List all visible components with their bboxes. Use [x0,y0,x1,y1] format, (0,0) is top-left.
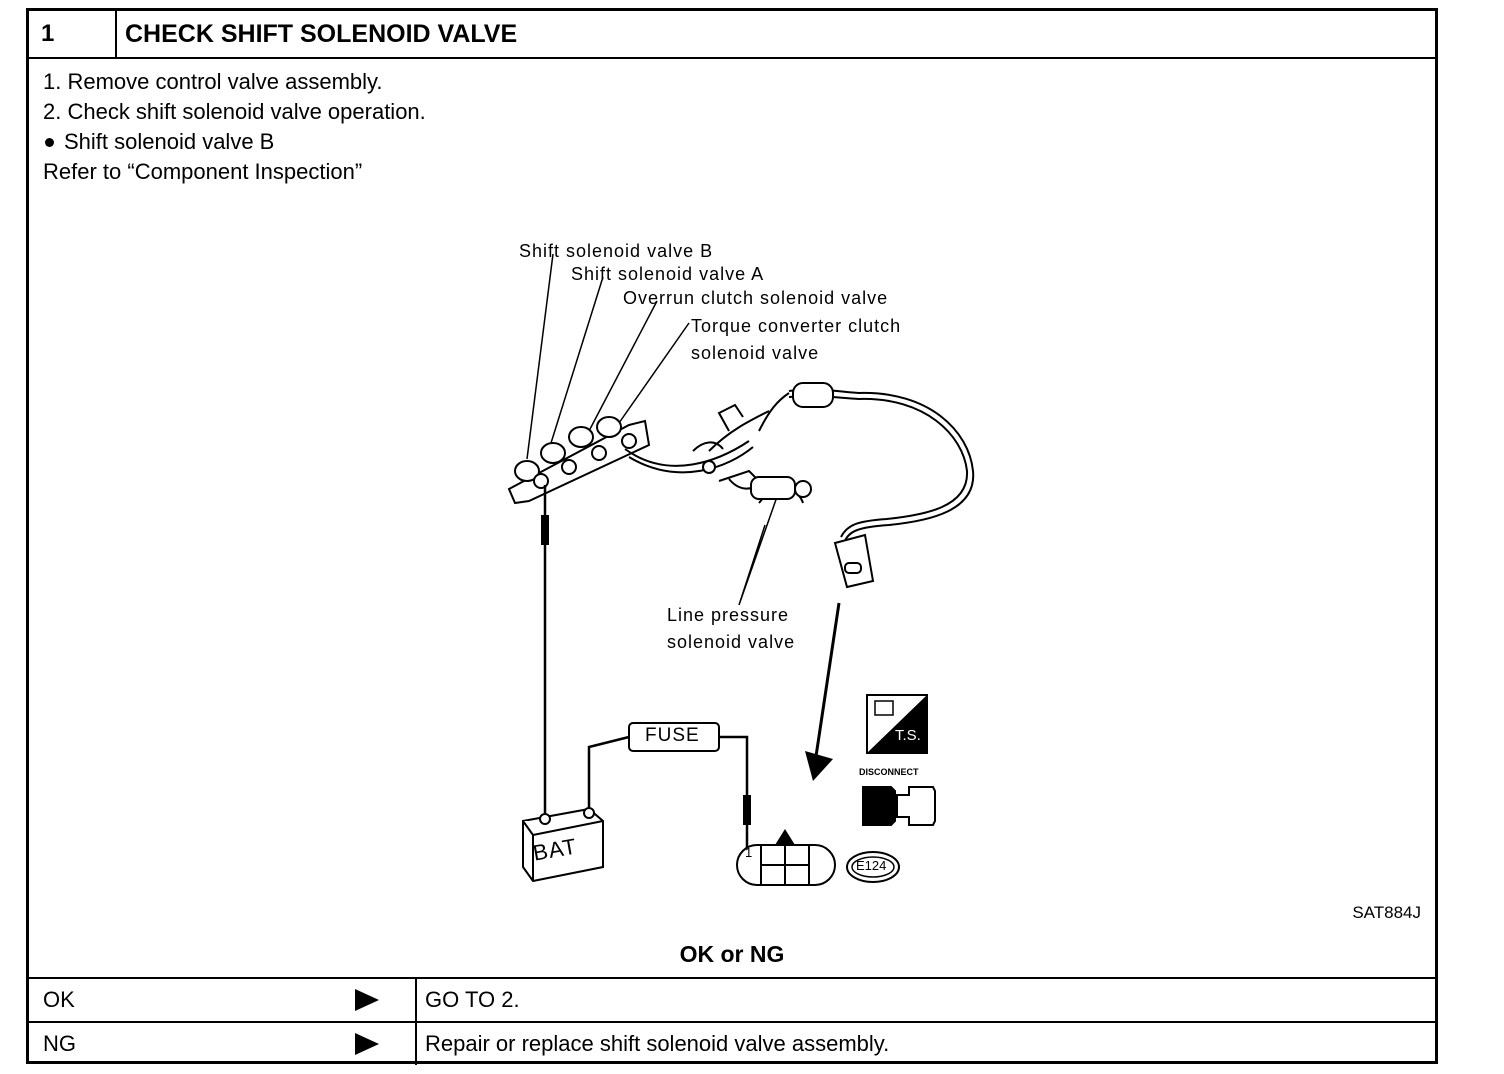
figure-reference: SAT884J [1352,903,1421,922]
result-key-ng: NG [29,1023,417,1065]
instruction-step-2: 2. Check shift solenoid valve operation. [43,99,426,124]
label-pin-1: 1 [745,845,754,860]
disconnect-icon-label: DISCONNECT [859,767,919,777]
label-line-pressure-1: Line pressure [667,605,790,625]
label-overrun-clutch: Overrun clutch solenoid valve [623,288,889,308]
result-action-ok: GO TO 2. [425,987,520,1012]
step-header: 1 CHECK SHIFT SOLENOID VALVE [29,11,1435,59]
bullet-icon [45,137,54,147]
ts-icon-label: T.S. [895,727,921,744]
result-key-text: OK [43,987,75,1012]
connector-code: E124 [856,858,887,873]
result-key-text: NG [43,1031,76,1056]
step-number: 1 [29,11,117,57]
instruction-reference: Refer to “Component Inspection” [43,159,363,184]
label-shift-solenoid-b: Shift solenoid valve B [519,241,714,261]
result-key-ok: OK [29,979,417,1021]
instruction-step-1: 1. Remove control valve assembly. [43,69,383,94]
diagram-drawing [507,253,975,886]
result-action-ng: Repair or replace shift solenoid valve a… [425,1031,890,1056]
result-row-ok: OK GO TO 2. [29,977,1435,1021]
step-title: CHECK SHIFT SOLENOID VALVE [125,20,518,48]
label-line-pressure-2: solenoid valve [667,632,796,652]
arrow-right-icon [355,989,379,1011]
label-torque-converter-1: Torque converter clutch [691,316,902,336]
wiring-diagram: Shift solenoid valve B Shift solenoid va… [29,191,1435,951]
result-prompt: OK or NG [679,941,785,967]
result-row-ng: NG Repair or replace shift solenoid valv… [29,1021,1435,1065]
instruction-bullet: Shift solenoid valve B [43,127,426,157]
arrow-right-icon [355,1033,379,1055]
label-torque-converter-2: solenoid valve [691,343,820,363]
bullet-text: Shift solenoid valve B [64,129,275,154]
inspection-table: 1 CHECK SHIFT SOLENOID VALVE 1. Remove c… [26,8,1438,1065]
label-shift-solenoid-a: Shift solenoid valve A [571,264,765,284]
instruction-list: 1. Remove control valve assembly. 2. Che… [43,67,426,187]
label-fuse: FUSE [645,725,700,746]
